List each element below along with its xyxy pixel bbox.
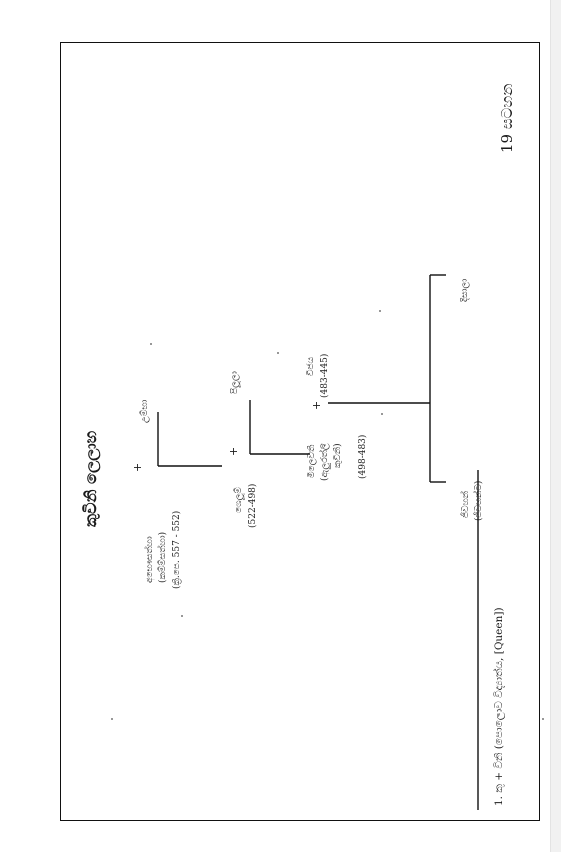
person-alias: (ජිවහන්ට) [474,480,484,521]
marriage-plus: + [131,462,144,472]
person-alias: කුවිනි) [333,443,343,468]
person-name: ජිවහන් [461,491,471,518]
person-alias: (ඇලුරත්ලි [320,443,330,481]
person-name: මිලෙවති [307,444,317,478]
family-tree-lines [157,274,479,810]
person-alias: (කම්ම්සත්හා) [158,531,168,583]
chart-title: කුවිනි ලෙලාහ [81,430,100,527]
page-label: 19 සටහන [498,83,516,153]
footnote: 1. කු + විනි (පොලොව විද්‍යාත්ය, [Queen]) [493,607,505,806]
person-dates: (522-498) [248,483,258,528]
person-name: උම්භා [140,399,150,423]
scan-speck [150,343,152,345]
person-name: අභෞසත්හා [145,536,155,583]
person-name: දිසාලා [460,278,470,302]
person-dates: (498-483) [358,434,368,479]
person-dates: (483-445) [320,353,330,398]
scan-speck [381,413,383,415]
person-name: පිලූලා [230,371,240,394]
marriage-plus: + [227,446,240,456]
person-dates: (ක්‍රි.පෙ. 557 - 552) [172,510,182,589]
scan-speck [542,718,544,720]
scan-speck [277,352,279,354]
marriage-plus: + [310,400,323,410]
scan-speck [111,718,113,720]
vertical-scrollbar[interactable] [550,0,561,852]
person-name: විජය [306,356,316,376]
scan-speck [379,310,381,312]
person-name: ශෙලූම් [234,487,244,513]
document-page: කුවිනි ලෙලාහ අභෞසත්හා (කම්ම්සත්හා) (ක්‍ර… [60,42,544,821]
page-border [60,42,540,821]
scan-speck [181,615,183,617]
